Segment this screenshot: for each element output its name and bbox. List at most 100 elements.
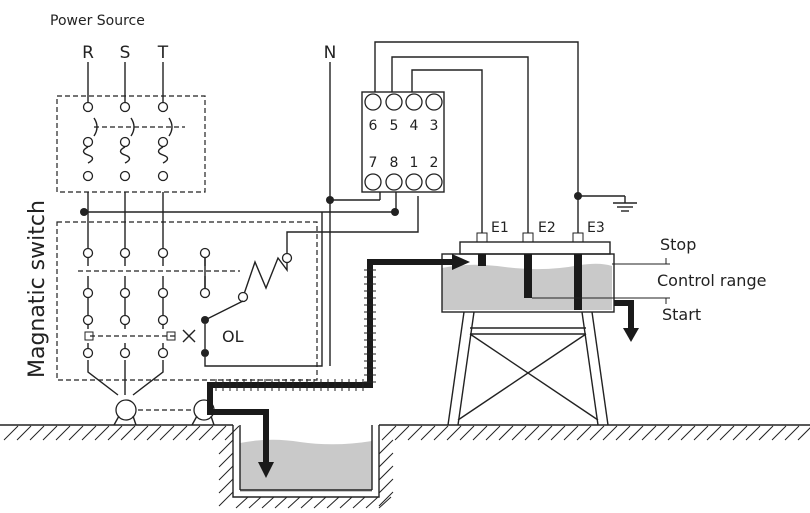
ground-hatch <box>641 425 657 441</box>
fuse-terminal <box>157 136 169 148</box>
relay-screw <box>364 93 382 111</box>
phase-t-label: T <box>157 43 169 63</box>
relay-term-5: 5 <box>390 118 399 134</box>
pit-hatch <box>313 496 327 509</box>
ground-hatch <box>745 425 761 441</box>
elevated-tank <box>441 232 670 426</box>
fuse-terminal <box>82 170 94 182</box>
ol-terminal <box>119 314 131 326</box>
ground-hatch <box>68 425 84 441</box>
ground-hatch <box>107 425 123 441</box>
ground-hatch <box>628 425 644 441</box>
relay-term-7: 7 <box>369 155 378 171</box>
ground-hatch <box>693 425 709 441</box>
pit-hatch <box>248 496 262 509</box>
ground-hatch <box>615 425 631 441</box>
ground-hatch <box>159 425 175 441</box>
fuse-element <box>157 146 169 164</box>
ground-hatch <box>485 425 501 441</box>
overload-label: OL <box>222 327 244 346</box>
breaker-contact <box>130 117 135 137</box>
electrode-e2-label: E2 <box>538 220 556 236</box>
ground-hatch <box>524 425 540 441</box>
neutral-label: N <box>324 43 337 63</box>
pit-hatch <box>378 496 392 509</box>
ground-hatch <box>758 425 774 441</box>
relay-term-8: 8 <box>390 155 399 171</box>
pit-hatch <box>378 439 394 455</box>
pit-hatch <box>339 496 353 509</box>
pit-hatch <box>261 496 275 509</box>
pit-hatch <box>218 491 234 507</box>
pit-hatch <box>365 496 379 509</box>
fuse-element <box>119 146 131 164</box>
ground-hatch <box>133 425 149 441</box>
ground-hatch <box>550 425 566 441</box>
ground-hatch <box>94 425 110 441</box>
ground-hatch <box>120 425 136 441</box>
switch-wiring <box>78 192 419 396</box>
ground-hatch <box>602 425 618 441</box>
relay-screw <box>364 173 382 191</box>
ground-hatch <box>511 425 527 441</box>
pit-hatch <box>378 478 394 494</box>
ground-hatch <box>81 425 97 441</box>
ground-hatch <box>3 425 19 441</box>
magnetic-switch-label: Magnatic switch <box>25 200 50 378</box>
ground-hatch <box>446 425 462 441</box>
fuse-terminal <box>157 170 169 182</box>
ground <box>0 424 810 509</box>
sump-pit <box>232 425 380 498</box>
contact-terminal <box>82 247 94 259</box>
ground-hatch <box>394 425 410 441</box>
ground-hatch <box>719 425 735 441</box>
ground-hatch <box>381 425 397 441</box>
relay-screw <box>385 93 403 111</box>
relay-screw <box>405 93 423 111</box>
relay-screw <box>405 173 423 191</box>
delivery-pipe <box>207 254 470 478</box>
ol-terminal <box>119 347 131 359</box>
ground-hatch <box>420 425 436 441</box>
ground-hatch <box>654 425 670 441</box>
pit-hatch <box>274 496 288 509</box>
breaker-terminal <box>119 101 131 113</box>
ground-hatch <box>433 425 449 441</box>
contact-terminal <box>157 287 169 299</box>
electrode-e1-label: E1 <box>491 220 509 236</box>
ol-terminal <box>157 314 169 326</box>
ground-hatch <box>211 425 227 441</box>
relay-screw <box>425 93 443 111</box>
ground-hatch <box>29 425 45 441</box>
magnetic-switch-box <box>56 221 318 381</box>
power-source-title: Power Source <box>50 13 145 29</box>
breaker-terminal <box>157 101 169 113</box>
pit-hatch <box>235 496 249 509</box>
pit-hatch <box>378 491 394 507</box>
breaker-terminal <box>82 101 94 113</box>
pump-motor <box>113 399 215 426</box>
phase-r-label: R <box>82 43 94 63</box>
stop-label: Stop <box>660 235 696 254</box>
contact-terminal <box>199 287 211 299</box>
ground-hatch <box>589 425 605 441</box>
ol-terminal <box>82 314 94 326</box>
contact-terminal <box>199 247 211 259</box>
breaker-box <box>56 95 206 193</box>
relay-term-3: 3 <box>430 118 439 134</box>
phase-wires <box>87 62 164 104</box>
electrode-wires <box>374 41 637 233</box>
breaker-contact <box>168 117 173 137</box>
relay-term-4: 4 <box>410 118 419 134</box>
ground-hatch <box>576 425 592 441</box>
relay-screw <box>385 173 403 191</box>
start-label: Start <box>662 305 701 324</box>
relay-term-1: 1 <box>410 155 419 171</box>
ground-hatch <box>680 425 696 441</box>
ground-hatch <box>198 425 214 441</box>
contact-terminal <box>119 247 131 259</box>
fuse-terminal <box>82 136 94 148</box>
level-relay <box>361 91 445 212</box>
